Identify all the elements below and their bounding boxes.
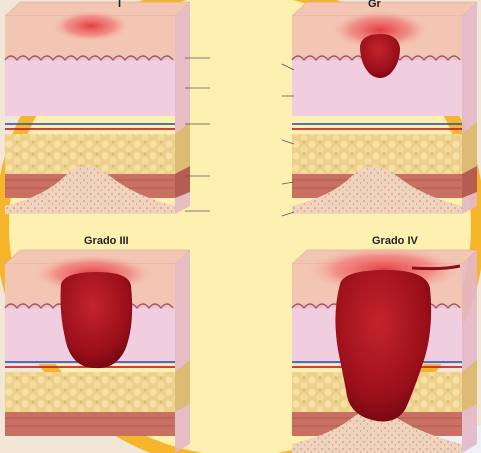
redness-area xyxy=(51,10,131,42)
panel-grado-1 xyxy=(5,2,210,214)
panel-grado-4 xyxy=(292,246,477,453)
grade-4-label: Grado IV xyxy=(372,235,418,247)
grade-3-label: Grado III xyxy=(84,235,129,247)
wound xyxy=(61,272,133,368)
grade-2-label: Gr xyxy=(368,0,381,10)
grade-1-label: I xyxy=(118,0,121,10)
panel-grado-3 xyxy=(5,250,190,453)
panel-grado-2 xyxy=(282,2,477,216)
